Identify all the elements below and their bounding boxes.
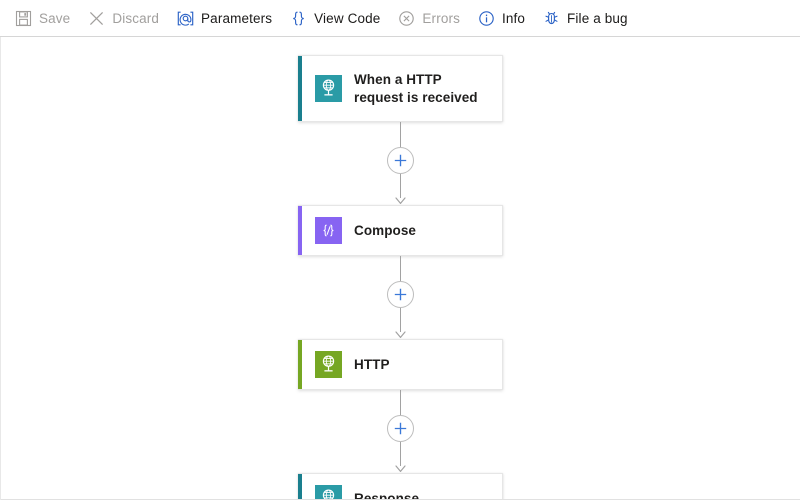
connector-2 <box>298 256 503 339</box>
workflow-node-response[interactable]: Response <box>298 473 503 500</box>
node-accent-bar <box>298 474 302 500</box>
info-button[interactable]: Info <box>473 3 534 33</box>
add-step-button-3[interactable] <box>387 415 414 442</box>
connector-arrow-segment <box>395 174 406 205</box>
parameters-button[interactable]: Parameters <box>172 3 281 33</box>
arrow-head-icon <box>395 197 406 204</box>
connector-arrow-segment <box>395 308 406 339</box>
parameters-button-label: Parameters <box>201 10 273 26</box>
node-accent-bar <box>298 56 302 121</box>
view-code-icon <box>289 9 308 28</box>
http-request-trigger-icon <box>315 75 342 102</box>
save-button-label: Save <box>39 10 71 26</box>
file-a-bug-button[interactable]: File a bug <box>538 3 637 33</box>
errors-button-label: Errors <box>422 10 460 26</box>
workflow-graph: When a HTTP request is received <box>298 55 503 500</box>
node-accent-bar <box>298 340 302 389</box>
http-icon <box>315 351 342 378</box>
errors-icon <box>397 9 416 28</box>
errors-button[interactable]: Errors <box>393 3 469 33</box>
bug-icon <box>542 9 561 28</box>
workflow-node-http[interactable]: HTTP <box>298 339 503 390</box>
connector-3 <box>298 390 503 473</box>
node-title: When a HTTP request is received <box>354 71 478 105</box>
response-icon <box>315 485 342 500</box>
view-code-button[interactable]: View Code <box>285 3 389 33</box>
node-title: Response <box>354 490 420 500</box>
discard-button[interactable]: Discard <box>83 3 168 33</box>
info-icon <box>477 9 496 28</box>
discard-icon <box>87 9 106 28</box>
designer-canvas[interactable]: When a HTTP request is received <box>0 37 800 500</box>
file-a-bug-button-label: File a bug <box>567 10 628 26</box>
command-bar: Save Discard Parameters <box>0 0 800 37</box>
connector-arrow-segment <box>395 442 406 473</box>
add-step-button-2[interactable] <box>387 281 414 308</box>
save-button[interactable]: Save <box>10 3 79 33</box>
view-code-button-label: View Code <box>314 10 381 26</box>
info-button-label: Info <box>501 10 526 26</box>
connector-line <box>400 390 401 415</box>
node-title: Compose <box>354 222 416 238</box>
compose-icon <box>315 217 342 244</box>
node-title: HTTP <box>354 356 390 372</box>
save-icon <box>14 9 33 28</box>
workflow-node-compose[interactable]: Compose <box>298 205 503 256</box>
arrow-head-icon <box>395 465 406 472</box>
workflow-node-when-a-http-request-is-received[interactable]: When a HTTP request is received <box>298 55 503 122</box>
node-accent-bar <box>298 206 302 255</box>
discard-button-label: Discard <box>112 10 160 26</box>
connector-line <box>400 256 401 281</box>
connector-line <box>400 122 401 147</box>
connector-1 <box>298 122 503 205</box>
arrow-head-icon <box>395 331 406 338</box>
parameters-icon <box>176 9 195 28</box>
add-step-button-1[interactable] <box>387 147 414 174</box>
